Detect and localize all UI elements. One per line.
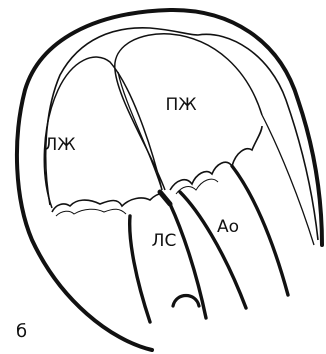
panel-label: б xyxy=(16,321,27,342)
mitral-valve-leaflets xyxy=(52,194,165,212)
label-left-ventricle: ЛЖ xyxy=(44,135,75,155)
mitral-valve-leaflets-inner xyxy=(56,209,126,216)
label-left-atrium: ЛС xyxy=(152,231,177,251)
interventricular-septum xyxy=(118,72,162,190)
aorta-right-wall xyxy=(232,166,288,295)
aorta-left-wall xyxy=(180,192,246,308)
left-ventricle-outline xyxy=(44,57,162,208)
label-aorta: Ао xyxy=(217,217,239,237)
fibrous-junction xyxy=(160,192,170,204)
outer-heart-contour xyxy=(17,10,322,350)
label-right-ventricle: ПЖ xyxy=(165,95,196,115)
left-atrium-left-wall xyxy=(130,216,150,322)
vessel-arch xyxy=(173,296,199,307)
aortic-valve-leaflets-inner xyxy=(176,179,218,194)
